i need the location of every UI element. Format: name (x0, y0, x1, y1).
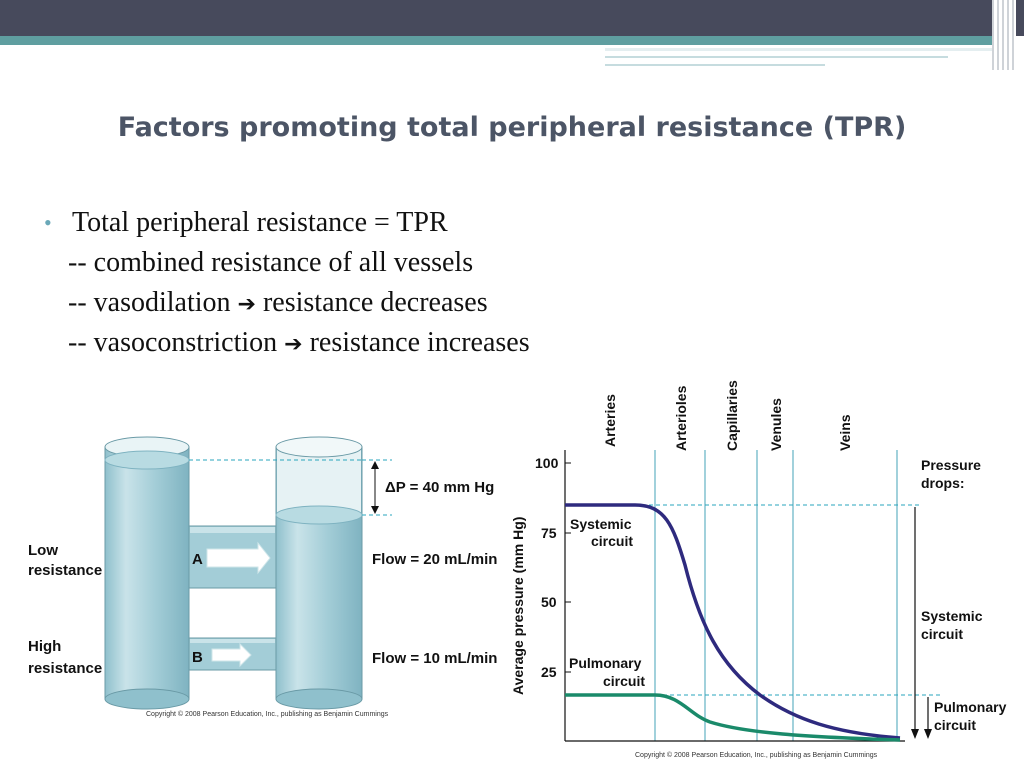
y-tick-100: 100 (535, 455, 559, 471)
systemic-curve-label-1: Systemic (570, 516, 632, 532)
bullet-line-3-start: -- vasodilation (68, 287, 231, 318)
bullet-line-1: Total peripheral resistance = TPR (72, 207, 448, 238)
bullet-line-4: -- vasoconstriction ➔ resistance increas… (68, 323, 530, 365)
right-tank (275, 436, 363, 710)
header-accent-strip (0, 36, 1005, 45)
right-arrow-icon: ➔ (284, 332, 303, 357)
column-arteries: Arteries (602, 394, 618, 447)
left-figure-copyright: Copyright © 2008 Pearson Education, Inc.… (146, 710, 389, 718)
high-resistance-label-2: resistance (28, 660, 102, 677)
systemic-curve-label-2: circuit (591, 533, 633, 549)
slide-header-bar (0, 0, 1024, 36)
pulmonary-drop-label-1: Pulmonary (934, 699, 1007, 715)
flow-arrow-b (211, 642, 252, 668)
low-resistance-label-2: resistance (28, 562, 102, 579)
systemic-drop-label-2: circuit (921, 626, 963, 642)
column-arterioles: Arterioles (673, 385, 689, 451)
column-veins: Veins (837, 414, 853, 451)
pressure-drops-label-1: Pressure (921, 457, 981, 473)
bullet-line-4-start: -- vasoconstriction (68, 327, 278, 358)
low-resistance-label-1: Low (28, 542, 58, 559)
y-tick-75: 75 (541, 525, 557, 541)
header-thin-line-2 (605, 56, 948, 58)
left-tank (104, 436, 190, 710)
pulmonary-curve-label-2: circuit (603, 673, 645, 689)
header-thin-line-3 (605, 64, 825, 66)
systemic-pressure-curve (565, 503, 901, 740)
resistance-tanks-figure: A B ΔP = 40 mm Hg Flow = 20 mL/min Flow … (28, 436, 497, 718)
pipe-b-label: B (192, 649, 203, 666)
column-capillaries: Capillaries (724, 380, 740, 451)
y-axis-label: Average pressure (mm Hg) (510, 517, 526, 695)
pipe-a-label: A (192, 551, 203, 568)
bullet-line-3-end: resistance decreases (262, 287, 488, 318)
flow-b-label: Flow = 10 mL/min (372, 650, 497, 667)
right-figure-copyright: Copyright © 2008 Pearson Education, Inc.… (635, 751, 878, 759)
bullet-dot-icon: • (44, 210, 52, 235)
systemic-drop-label-1: Systemic (921, 608, 983, 624)
pressure-drops-label-2: drops: (921, 475, 965, 491)
flow-arrow-a (206, 541, 271, 575)
header-thin-line (605, 48, 1005, 51)
high-resistance-label-1: High (28, 638, 61, 655)
pressure-drop-graph: 100 75 50 25 Average pressure (mm Hg) Ar… (510, 380, 1007, 759)
pulmonary-curve-label-1: Pulmonary (569, 655, 642, 671)
bullet-line-3: -- vasodilation ➔ resistance decreases (68, 283, 488, 325)
slide-title: Factors promoting total peripheral resis… (117, 112, 907, 143)
y-tick-25: 25 (541, 664, 557, 680)
flow-a-label: Flow = 20 mL/min (372, 551, 497, 568)
bullet-line-2: -- combined resistance of all vessels (68, 247, 474, 278)
header-corner-stripes (992, 0, 1016, 70)
y-tick-50: 50 (541, 594, 557, 610)
pulmonary-pressure-curve (565, 693, 901, 742)
pulmonary-drop-label-2: circuit (934, 717, 976, 733)
bullet-line-4-end: resistance increases (309, 327, 530, 358)
pressure-difference-label: ΔP = 40 mm Hg (385, 479, 494, 496)
right-arrow-icon: ➔ (237, 292, 256, 317)
vessel-boundaries (654, 450, 898, 741)
column-venules: Venules (768, 398, 784, 451)
